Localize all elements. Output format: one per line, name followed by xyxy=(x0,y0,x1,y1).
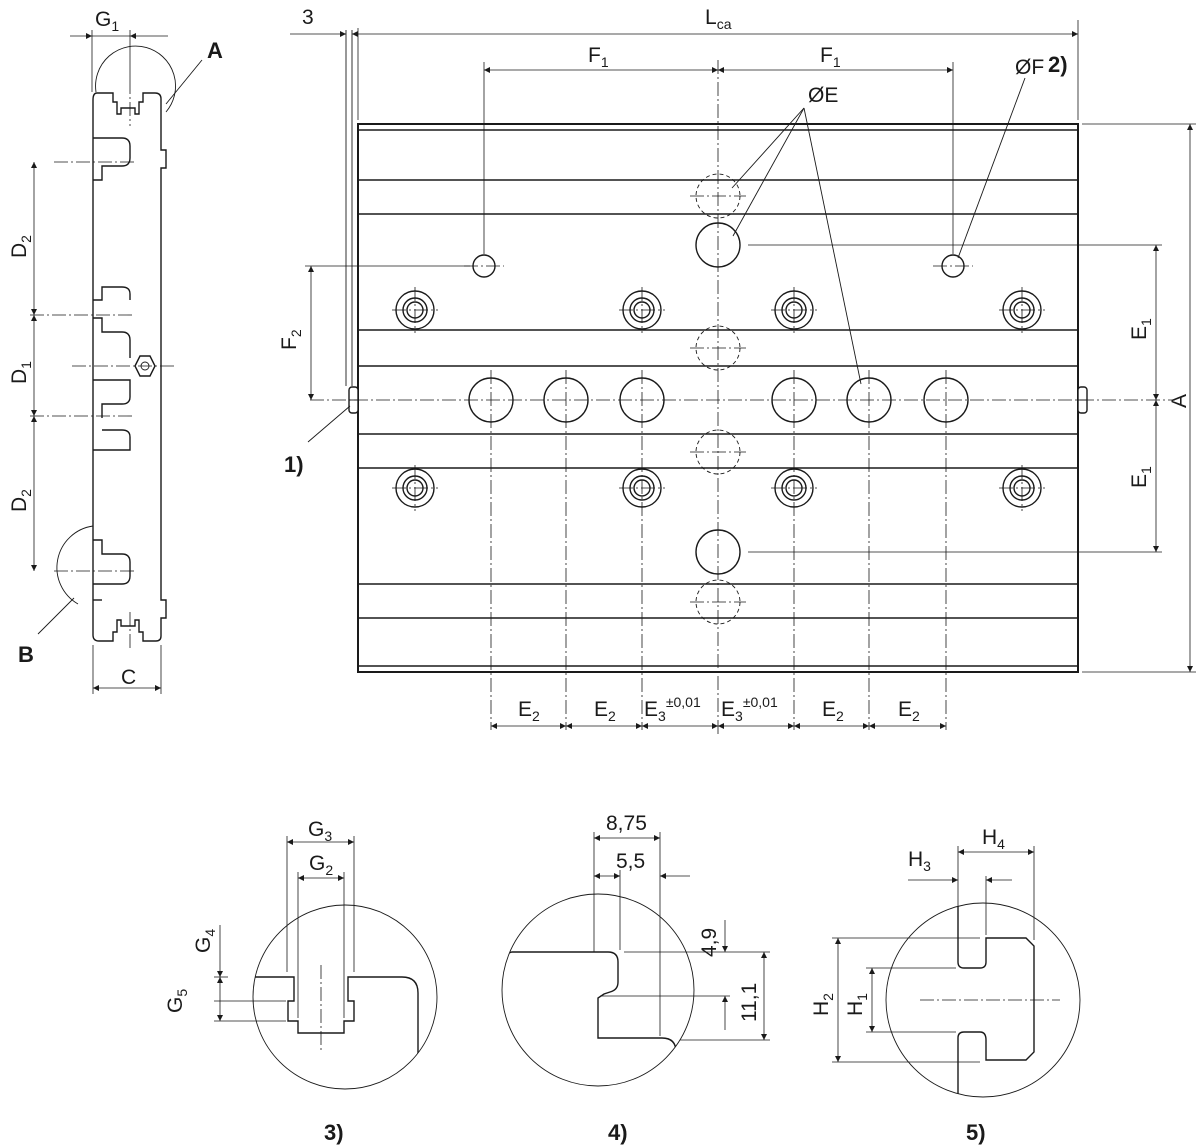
detail-circle-a xyxy=(95,45,176,113)
dim-d2-top: D2 xyxy=(8,235,34,258)
profile-slot-2 xyxy=(93,286,131,301)
dim-h1: H1 xyxy=(844,993,870,1016)
dim-a: A xyxy=(1168,394,1191,408)
detail-4: 8,75 5,5 4,9 11,1 4) xyxy=(501,812,770,1145)
dim-3: 3 xyxy=(302,6,314,29)
dim-e1-top: E1 xyxy=(1128,318,1154,340)
dim-55: 5,5 xyxy=(616,850,645,873)
dim-49: 4,9 xyxy=(698,928,721,957)
dim-f1-right: F1 xyxy=(820,44,841,70)
detail-4-section xyxy=(502,951,677,1086)
profile-slot-1 xyxy=(93,137,131,181)
dim-e2-3: E2 xyxy=(822,698,844,724)
dim-d2-bottom: D2 xyxy=(8,489,34,512)
dim-g1: G1 xyxy=(95,8,119,34)
note-1: 1) xyxy=(284,452,304,477)
dim-h2: H2 xyxy=(810,993,836,1016)
dim-f2: F2 xyxy=(278,329,304,350)
counterbore-center-marks xyxy=(392,287,1045,511)
side-profile-view: G1 A B D2 D1 D2 C xyxy=(8,8,223,694)
dim-g5: G5 xyxy=(164,989,190,1013)
dim-h4: H4 xyxy=(982,826,1005,852)
dim-111: 11,1 xyxy=(738,983,761,1022)
dim-g3: G3 xyxy=(308,818,332,844)
profile-slot-6 xyxy=(93,539,131,585)
dim-lca: Lca xyxy=(705,6,732,32)
detail-5: H4 H3 H2 H1 5) xyxy=(810,826,1081,1145)
detail-5-section xyxy=(957,903,1080,1097)
front-view: 3 Lca F1 F1 ØE ØF 2) F2 1) E1 E1 A E2 E2… xyxy=(278,6,1196,735)
detail-3-section xyxy=(253,976,419,1089)
dim-diameter-e: ØE xyxy=(808,84,838,107)
dim-875: 8,75 xyxy=(606,812,647,835)
label-detail-a: A xyxy=(207,38,223,63)
dim-e2-1: E2 xyxy=(518,698,540,724)
profile-outline xyxy=(92,92,167,642)
hole-row xyxy=(468,377,969,423)
dim-e1-bottom: E1 xyxy=(1128,466,1154,488)
detail-circle-b xyxy=(56,525,94,605)
dim-c: C xyxy=(121,666,136,689)
dim-diameter-f: ØF xyxy=(1015,56,1044,79)
dim-h3: H3 xyxy=(908,848,931,874)
label-detail-b: B xyxy=(18,642,34,667)
dim-e2-2: E2 xyxy=(594,698,616,724)
dim-g4: G4 xyxy=(192,929,218,953)
profile-slot-5 xyxy=(93,429,131,451)
dim-e3-2: E3±0,01 xyxy=(721,694,778,724)
detail-5-label: 5) xyxy=(966,1120,986,1145)
dim-e3-1: E3±0,01 xyxy=(644,694,701,724)
note-2: 2) xyxy=(1048,52,1068,77)
counterbore-holes xyxy=(395,290,1042,508)
detail-3: G3 G2 G4 G5 3) xyxy=(164,818,438,1145)
dim-g2: G2 xyxy=(309,852,333,878)
detail-3-label: 3) xyxy=(324,1120,344,1145)
detail-4-label: 4) xyxy=(608,1120,628,1145)
profile-slot-3 xyxy=(93,317,131,358)
profile-slot-4 xyxy=(93,379,131,418)
dim-f1-left: F1 xyxy=(588,44,609,70)
dim-e2-4: E2 xyxy=(898,698,920,724)
dim-d1: D1 xyxy=(8,361,34,384)
